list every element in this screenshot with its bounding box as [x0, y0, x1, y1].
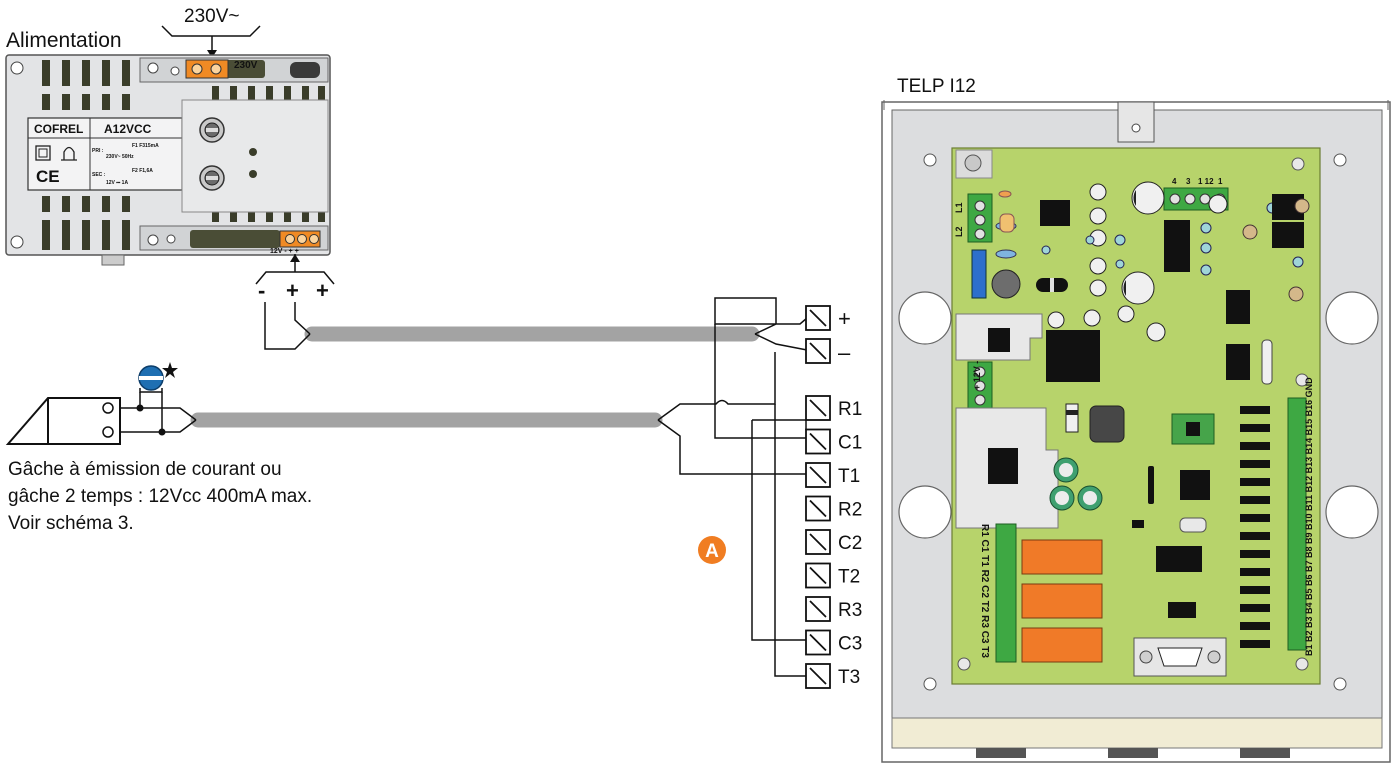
- terminal-t2: T2: [805, 562, 860, 589]
- strike-note-line-3: Voir schéma 3.: [8, 513, 134, 534]
- output-terminal-label: 12V - + +: [270, 248, 299, 255]
- terminal-c2: C2: [805, 529, 862, 555]
- strike-note: Gâche à émission de courant ou gâche 2 t…: [8, 456, 312, 537]
- terminal-t3: T3: [805, 663, 860, 689]
- terminal-r1: R1: [805, 395, 862, 421]
- sec-label: SEC :: [92, 172, 106, 178]
- marker-a: A: [698, 536, 726, 564]
- fuse1-label: F1 F315mA: [132, 143, 159, 149]
- output-minus: -: [258, 278, 265, 303]
- top-terminal-112: 1 12: [1198, 177, 1214, 186]
- terminal-label-t1: T1: [838, 466, 860, 487]
- input-terminal-labels: B1 B2 B3 B4 B5 B6 B7 B8 B9 B10 B11 B12 B…: [1304, 377, 1314, 656]
- terminal-label-r2: R2: [838, 500, 862, 521]
- terminal-label-r1: R1: [838, 399, 862, 420]
- mains-terminal-label: 230V: [234, 60, 258, 71]
- power-supply-title: Alimentation: [6, 29, 122, 52]
- fuse2-label: F2 F1,6A: [132, 168, 153, 174]
- power-supply: Alimentation: [5, 29, 331, 266]
- terminal-label-c2: C2: [838, 533, 862, 554]
- terminal-l2: L2: [954, 226, 964, 237]
- controller-telp-i12: TELP I12 L1 L2: [881, 76, 1391, 763]
- top-terminal-1: 1: [1218, 177, 1223, 186]
- terminal-plus-label: +: [838, 306, 851, 331]
- terminal-minus: –: [805, 338, 851, 365]
- output-plus-2: +: [316, 278, 329, 303]
- terminal-r2: R2: [805, 495, 862, 522]
- terminal-label-r3: R3: [838, 600, 862, 621]
- pri-label: PRI :: [92, 148, 104, 154]
- electric-strike: [5, 362, 178, 445]
- top-terminal-4: 4: [1172, 177, 1177, 186]
- power-supply-output: - + +: [255, 254, 335, 303]
- model-label: A12VCC: [104, 122, 152, 136]
- pri-rating: 230V~ 50Hz: [106, 154, 134, 160]
- output-plus-1: +: [286, 278, 299, 303]
- terminal-label-t2: T2: [838, 567, 860, 588]
- terminal-minus-label: –: [838, 340, 851, 365]
- terminal-c3: C3: [805, 629, 862, 656]
- terminal-label-c3: C3: [838, 634, 862, 655]
- terminal-label-c1: C1: [838, 433, 862, 454]
- terminal-t1: T1: [805, 462, 860, 488]
- mains-input: 230V~: [161, 6, 261, 58]
- relay-terminal-labels: R1 C1 T1 R2 C2 T2 R3 C3 T3: [979, 524, 990, 658]
- terminal-plus: +: [805, 305, 851, 331]
- top-terminal-3: 3: [1186, 177, 1191, 186]
- marker-letter: A: [705, 541, 719, 562]
- brand-label: COFREL: [34, 122, 83, 136]
- bell-icon: [61, 146, 77, 161]
- sec-rating: 12V ⎓ 1A: [106, 180, 128, 186]
- terminal-l1: L1: [954, 202, 964, 213]
- terminal-label-t3: T3: [838, 667, 860, 688]
- star-icon: [162, 362, 178, 378]
- terminal-c1: C1: [805, 428, 862, 455]
- mains-label: 230V~: [184, 6, 239, 27]
- strike-note-line-2: gâche 2 temps : 12Vcc 400mA max.: [8, 486, 313, 507]
- controller-title: TELP I12: [897, 76, 976, 97]
- terminal-r3: R3: [805, 596, 862, 622]
- ce-mark: CE: [36, 167, 60, 186]
- power-terminal-label: + 12V -: [972, 361, 982, 390]
- strike-note-line-1: Gâche à émission de courant ou: [8, 459, 282, 480]
